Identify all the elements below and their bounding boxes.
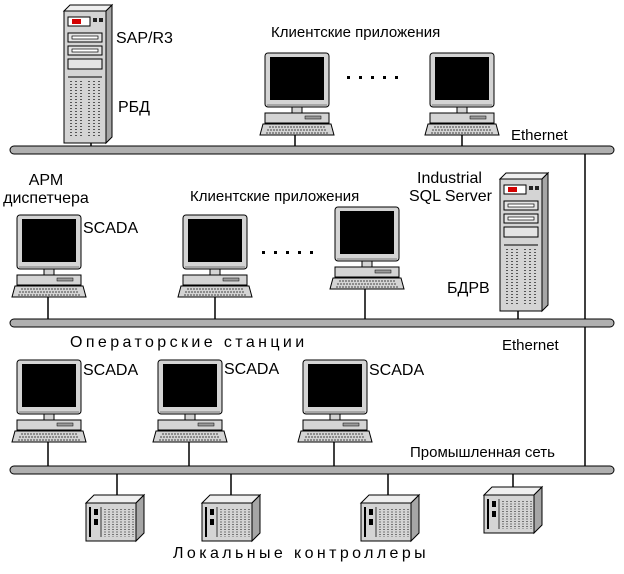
plc-controller-2 [201, 494, 261, 542]
dispatcher-label: диспетчера [3, 190, 89, 207]
industrial-label: Industrial [417, 170, 482, 187]
mid-client-workstation-2 [329, 206, 405, 290]
arm-label: АРМ [28, 172, 64, 189]
operator-stations-caption: Операторские станции [70, 334, 308, 351]
bdrv-label: БДРВ [447, 280, 490, 297]
industrial-network-label: Промышленная сеть [410, 444, 555, 461]
dispatcher-scada-label: SCADA [83, 220, 139, 237]
top-ellipsis-dots [347, 76, 398, 79]
plc-controller-4 [483, 486, 543, 534]
scada-label-2: SCADA [224, 361, 280, 378]
plc-controller-1 [85, 494, 145, 542]
top-client-workstation-1 [259, 52, 335, 136]
scada-workstation-3 [297, 359, 373, 443]
top-clients-label: Клиентские приложения [271, 24, 441, 41]
sap-r3-label: SAP/R3 [116, 30, 173, 47]
industrial-sql-server [499, 172, 549, 312]
mid-clients-label: Клиентские приложения [190, 188, 360, 205]
scada-workstation-2 [152, 359, 228, 443]
scada-label-3: SCADA [369, 362, 425, 379]
industrial-network-bus [9, 441, 615, 495]
mid-client-workstation-1 [177, 214, 253, 298]
operator-ethernet-label: Ethernet [502, 337, 559, 354]
scada-label-1: SCADA [83, 362, 139, 379]
sql-server-label: SQL Server [409, 188, 492, 205]
rbd-label: РБД [118, 99, 151, 116]
local-controllers-caption: Локальные контроллеры [173, 545, 430, 562]
top-server-sap [63, 4, 113, 144]
top-ethernet-label: Ethernet [511, 127, 568, 144]
dispatcher-workstation [11, 214, 87, 298]
scada-workstation-1 [11, 359, 87, 443]
operator-ethernet-bus [9, 288, 615, 328]
plc-controller-3 [360, 494, 420, 542]
mid-ellipsis-dots [262, 251, 313, 254]
top-client-workstation-2 [424, 52, 500, 136]
top-ethernet-bus [9, 125, 615, 155]
